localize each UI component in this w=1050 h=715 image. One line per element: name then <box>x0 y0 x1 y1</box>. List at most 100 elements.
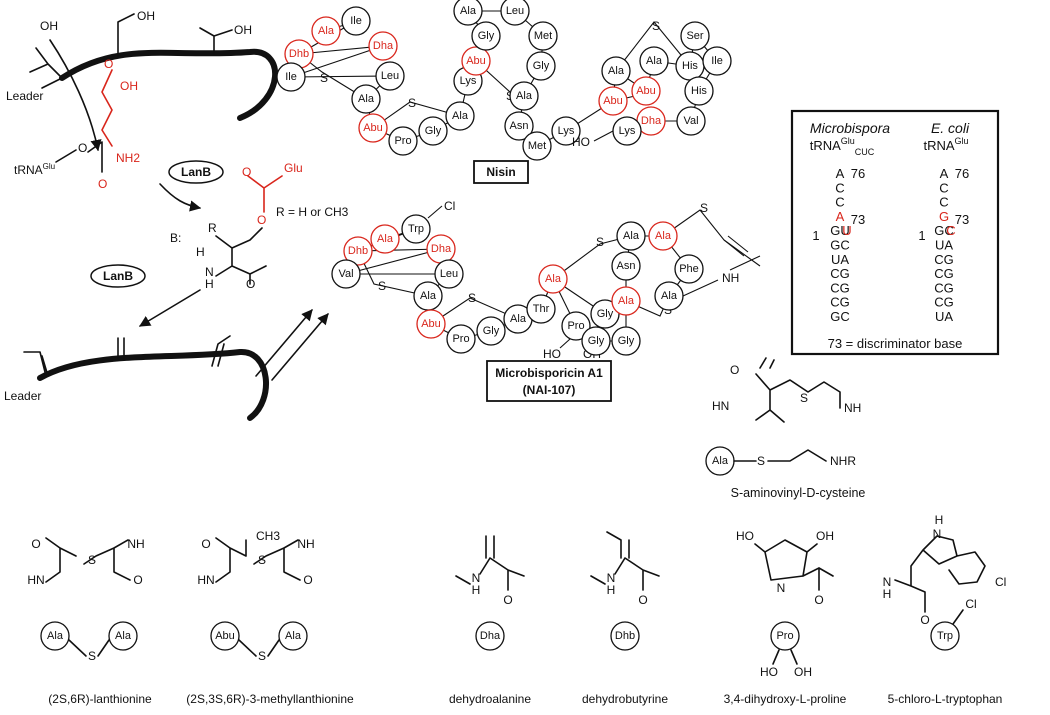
thioether-s: S <box>378 279 386 293</box>
hydroxyl-bond <box>559 338 571 349</box>
nisin-residue-abu: Abu <box>631 76 661 106</box>
proline-caption: 3,4-dihydroxy-L-proline <box>724 692 847 706</box>
svg-text:Ala: Ala <box>452 110 469 122</box>
avcys-caption: S-aminovinyl-D-cysteine <box>731 486 866 500</box>
svg-text:Asn: Asn <box>510 120 529 132</box>
svg-text:Ala: Ala <box>318 25 335 37</box>
nucleotide: CG <box>934 280 954 295</box>
svg-text:Lys: Lys <box>619 125 636 137</box>
dha-sidechain <box>117 337 125 361</box>
svg-text:Thr: Thr <box>533 303 550 315</box>
peptide-backbone-top <box>59 48 278 121</box>
svg-text:Dha: Dha <box>480 630 501 642</box>
avcys-wavy <box>759 357 775 369</box>
proline-oh-bonds <box>772 649 798 665</box>
svg-text:Val: Val <box>338 268 353 280</box>
svg-text:Leu: Leu <box>440 268 458 280</box>
svg-text:Ala: Ala <box>661 290 678 302</box>
nucleotide: A <box>836 166 845 181</box>
ester-carbonyl-o: O <box>98 177 107 191</box>
nisin-residue-ala: Ala <box>509 81 539 111</box>
tryptophan-cl-bond <box>952 609 964 625</box>
nisin-residue-gly: Gly <box>471 21 501 51</box>
svg-text:Abu: Abu <box>466 55 486 67</box>
thr-sidechain <box>29 47 63 79</box>
svg-text:Met: Met <box>528 140 546 152</box>
svg-text:Met: Met <box>534 30 552 42</box>
microbisporicin-residue-asn: Asn <box>611 251 641 281</box>
oh-label: OH <box>234 23 252 37</box>
nisin-residue-dhb: Dhb <box>284 39 314 69</box>
nisin-residue-ala: Ala <box>311 16 341 46</box>
struct-h: H <box>607 583 616 597</box>
nucleotide: CG <box>830 295 850 310</box>
nucleotide: CG <box>934 252 954 267</box>
microbisporicin-residue-dha: Dha <box>426 234 456 264</box>
thioether-s: S <box>468 291 476 305</box>
nucleotide: CG <box>934 266 954 281</box>
thioether-bridge <box>372 101 461 129</box>
svg-text:Ala: Ala <box>510 313 527 325</box>
svg-text:Ala: Ala <box>516 90 533 102</box>
nisin-residue-gly: Gly <box>418 116 448 146</box>
trna-col1-name: tRNAGluCUC <box>810 136 875 157</box>
microbisporicin-residue-dhb: Dhb <box>343 236 373 266</box>
struct-oh: OH <box>794 665 812 679</box>
dhb-skeleton <box>590 531 660 591</box>
struct-s-small: S <box>258 649 266 663</box>
lanthionine-link <box>68 639 110 657</box>
struct-s: S <box>88 553 96 567</box>
nh-h-label: H <box>205 277 214 291</box>
nisin-residue-met: Met <box>528 21 558 51</box>
leader-label: Leader <box>4 389 41 403</box>
struct-ch3: CH3 <box>256 529 280 543</box>
svg-text:Ala: Ala <box>712 455 729 467</box>
svg-text:Abu: Abu <box>421 318 441 330</box>
pos-76-label: 76 <box>955 166 969 181</box>
struct-oh: OH <box>816 529 834 543</box>
lanb-label-2: LanB <box>103 269 133 283</box>
nisin-residue-lys: Lys <box>612 116 642 146</box>
svg-text:Ala: Ala <box>545 273 562 285</box>
thioether-bridge <box>615 21 691 72</box>
struct-o: O <box>920 613 929 627</box>
nisin-residue-val: Val <box>676 106 706 136</box>
nucleotide: C <box>835 195 844 210</box>
dha-skeleton <box>455 535 525 591</box>
nisin-residue-abu: Abu <box>461 46 491 76</box>
lanb-label-1: LanB <box>181 165 211 179</box>
struct-n: N <box>933 527 942 541</box>
lanb-enzyme-1 <box>168 160 224 184</box>
avcys-o: O <box>730 363 739 377</box>
svg-text:Gly: Gly <box>478 30 495 42</box>
lanb-arrow-1 <box>159 183 202 212</box>
avcys-nh: NH <box>844 401 861 415</box>
r-label: R <box>208 221 217 235</box>
svg-text:Ala: Ala <box>420 290 437 302</box>
leader-label: Leader <box>6 89 43 103</box>
cyclization-arrow-2 <box>271 313 329 381</box>
struct-s: S <box>258 553 266 567</box>
svg-text:Abu: Abu <box>215 630 235 642</box>
struct-o: O <box>638 593 647 607</box>
svg-text:Abu: Abu <box>603 95 623 107</box>
microbisporicin-residue-leu: Leu <box>434 259 464 289</box>
h-label: H <box>196 245 205 259</box>
svg-text:Abu: Abu <box>363 122 383 134</box>
lanb-enzyme-2 <box>90 264 146 288</box>
ring-closure-bond <box>729 255 761 271</box>
svg-text:Ala: Ala <box>115 630 132 642</box>
ring-closure-bond <box>682 279 719 297</box>
thioether-s: S <box>408 96 416 110</box>
cyclization-arrow-1 <box>255 309 313 377</box>
dhb-sidechain <box>23 351 49 377</box>
dhb-residue: Dhb <box>610 621 640 651</box>
svg-text:Dhb: Dhb <box>615 630 635 642</box>
nucleotide: C <box>939 195 948 210</box>
nisin-residue-dha: Dha <box>636 106 666 136</box>
trna-comparison-box: Microbispora E. coli tRNAGluCUC tRNAGlu … <box>790 109 1000 356</box>
pos-73-label: 73 <box>955 212 969 227</box>
svg-text:His: His <box>691 85 707 97</box>
